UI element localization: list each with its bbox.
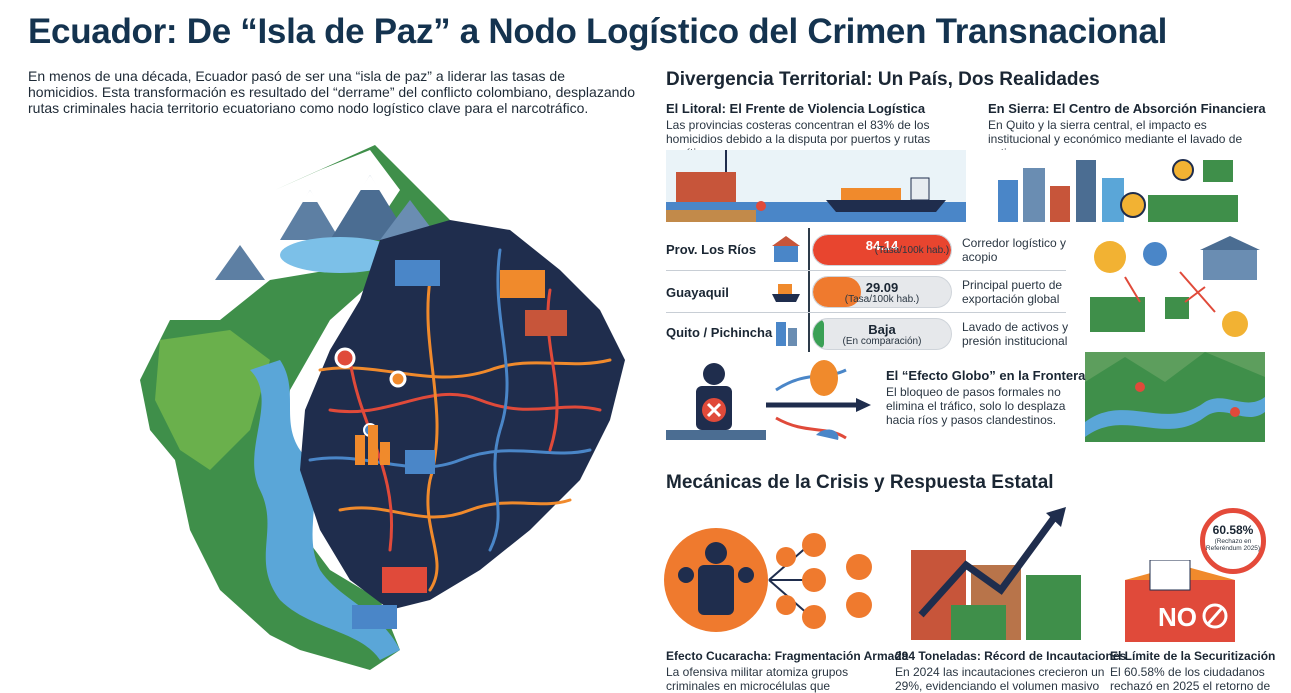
rate-bar-quito: Baja (En comparación) — [812, 318, 952, 350]
city-finance-illustration — [988, 150, 1253, 222]
building-icon — [776, 322, 797, 346]
row-label-guayaquil: Guayaquil — [666, 285, 729, 300]
row-desc-guayaquil: Principal puerto de exportación global — [962, 278, 1063, 306]
card-title-toneladas: 294 Toneladas: Récord de Incautaciones — [895, 649, 1127, 663]
row-desc-los-rios: Corredor logístico y acopio — [962, 236, 1067, 264]
map-river-region — [250, 360, 400, 660]
sierra-title: En Sierra: El Centro de Absorción Financ… — [988, 101, 1266, 116]
port-scene-illustration — [666, 150, 966, 222]
territorial-heading: Divergencia Territorial: Un País, Dos Re… — [666, 69, 1100, 90]
map-city-icons — [355, 425, 435, 474]
page-title: Ecuador: De “Isla de Paz” a Nodo Logísti… — [28, 12, 1168, 51]
card-text-cucaracha: La ofensiva militar atomiza grupos crimi… — [666, 665, 849, 693]
map-container-icons — [352, 260, 567, 629]
referendum-badge: 60.58% (Rechazo en Referéndum 2025) — [1200, 508, 1266, 574]
river-border-illustration — [1085, 352, 1265, 442]
money-flow-illustration — [1090, 236, 1260, 337]
rows-divider — [808, 228, 810, 352]
cockroach-effect-illustration — [664, 528, 872, 632]
ballot-box-illustration: NO — [1125, 560, 1235, 642]
card-title-cucaracha: Efecto Cucaracha: Fragmentación Armada — [666, 649, 909, 663]
row-desc-quito: Lavado de activos y presión instituciona… — [962, 320, 1069, 348]
seizures-illustration — [911, 507, 1081, 640]
balloon-effect-illustration — [666, 360, 871, 440]
intro-paragraph: En menos de una década, Ecuador pasó de … — [28, 68, 635, 116]
ballot-no-text: NO — [1158, 602, 1197, 632]
litoral-text: Las provincias costeras concentran el 83… — [666, 118, 931, 160]
rate-bar-guayaquil: 29.09 (Tasa/100k hab.) — [812, 276, 952, 308]
globo-text: El bloqueo de pasos formales no elimina … — [886, 385, 1066, 427]
globo-title: El “Efecto Globo” en la Frontera — [886, 368, 1086, 383]
sierra-text: En Quito y la sierra central, el impacto… — [988, 118, 1243, 160]
litoral-title: El Litoral: El Frente de Violencia Logís… — [666, 101, 926, 116]
card-text-securitizacion: El 60.58% de los ciudadanos rechazó en 2… — [1110, 665, 1271, 693]
rate-bar-los-rios: 84.14 (Tasa/100k hab.) — [812, 234, 952, 266]
row-label-los-rios: Prov. Los Ríos — [666, 242, 757, 257]
mechanics-heading: Mecánicas de la Crisis y Respuesta Estat… — [666, 472, 1054, 493]
ship-icon — [772, 284, 800, 302]
card-text-toneladas: En 2024 las incautaciones crecieron un 2… — [895, 665, 1105, 693]
row-label-quito: Quito / Pichincha — [666, 325, 773, 340]
card-title-securitizacion: El Límite de la Securitización — [1110, 649, 1276, 663]
ecuador-map-illustration — [140, 145, 625, 670]
warehouse-icon — [772, 236, 800, 262]
